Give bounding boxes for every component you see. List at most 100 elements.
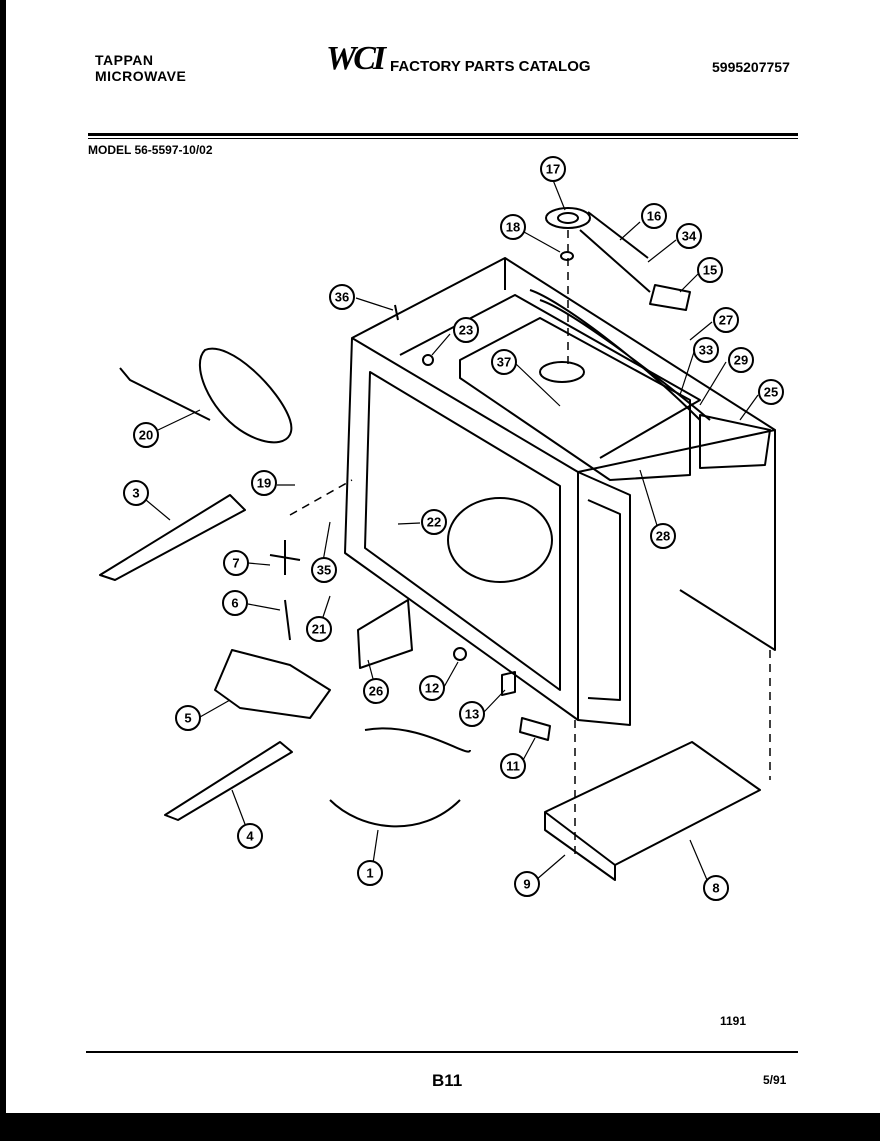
callout-label: 37 bbox=[497, 355, 511, 370]
motor-bracket bbox=[649, 284, 691, 311]
interlock-11 bbox=[519, 717, 551, 741]
callout-label: 8 bbox=[712, 881, 719, 896]
callout-20: 20 bbox=[133, 422, 159, 448]
product-type: MICROWAVE bbox=[95, 68, 187, 84]
brand-name: TAPPAN bbox=[95, 52, 154, 68]
cabinet-front-opening bbox=[364, 371, 561, 691]
callout-3: 3 bbox=[123, 480, 149, 506]
callout-36: 36 bbox=[329, 284, 355, 310]
callout-label: 21 bbox=[312, 622, 326, 637]
callout-34: 34 bbox=[676, 223, 702, 249]
door-frame-panel bbox=[577, 471, 631, 726]
callout-label: 3 bbox=[132, 486, 139, 501]
callout-9: 9 bbox=[514, 871, 540, 897]
wci-logo: WCI bbox=[326, 40, 386, 77]
callout-22: 22 bbox=[421, 509, 447, 535]
callout-21: 21 bbox=[306, 616, 332, 642]
callout-label: 28 bbox=[656, 529, 670, 544]
callout-label: 22 bbox=[427, 515, 441, 530]
cavity-floor bbox=[447, 497, 553, 583]
callout-8: 8 bbox=[703, 875, 729, 901]
callout-35: 35 bbox=[311, 557, 337, 583]
footer-rule bbox=[86, 1051, 798, 1053]
callout-1: 1 bbox=[357, 860, 383, 886]
callout-26: 26 bbox=[363, 678, 389, 704]
callout-33: 33 bbox=[693, 337, 719, 363]
scan-edge bbox=[0, 0, 6, 1141]
callout-label: 16 bbox=[647, 209, 661, 224]
cabinet-top bbox=[351, 257, 776, 473]
callout-label: 36 bbox=[335, 290, 349, 305]
callout-label: 23 bbox=[459, 323, 473, 338]
pulley bbox=[545, 207, 591, 229]
header-rule bbox=[88, 133, 798, 136]
callout-23: 23 bbox=[453, 317, 479, 343]
callout-18: 18 bbox=[500, 214, 526, 240]
callout-label: 35 bbox=[317, 563, 331, 578]
scan-bottom-edge bbox=[0, 1113, 880, 1141]
callout-11: 11 bbox=[500, 753, 526, 779]
waveguide-box bbox=[459, 317, 691, 481]
callout-4: 4 bbox=[237, 823, 263, 849]
callout-7: 7 bbox=[223, 550, 249, 576]
callout-label: 5 bbox=[184, 711, 191, 726]
page-number: B11 bbox=[432, 1071, 463, 1090]
callout-6: 6 bbox=[222, 590, 248, 616]
callout-label: 18 bbox=[506, 220, 520, 235]
magnetron-housing bbox=[699, 414, 771, 469]
callout-label: 1 bbox=[366, 866, 373, 881]
grommet bbox=[422, 354, 434, 366]
callout-12: 12 bbox=[419, 675, 445, 701]
revision-date: 5/91 bbox=[763, 1073, 787, 1087]
callout-label: 13 bbox=[465, 707, 479, 722]
callout-label: 33 bbox=[699, 343, 713, 358]
base-plate bbox=[544, 741, 761, 866]
callout-label: 34 bbox=[682, 229, 697, 244]
door-frame-inner bbox=[587, 499, 621, 701]
callout-label: 29 bbox=[734, 353, 748, 368]
callout-15: 15 bbox=[697, 257, 723, 283]
callout-label: 12 bbox=[425, 681, 439, 696]
screw bbox=[394, 304, 399, 321]
cabinet-right-side bbox=[679, 430, 776, 651]
callout-29: 29 bbox=[728, 347, 754, 373]
drive-belt bbox=[529, 289, 711, 421]
callout-label: 17 bbox=[546, 162, 560, 177]
callout-label: 4 bbox=[246, 829, 254, 844]
callout-17: 17 bbox=[540, 156, 566, 182]
spacer bbox=[560, 251, 574, 261]
callout-label: 9 bbox=[523, 877, 530, 892]
callout-label: 6 bbox=[231, 596, 238, 611]
belt-16 bbox=[587, 211, 649, 259]
callout-28: 28 bbox=[650, 523, 676, 549]
fan-duct bbox=[214, 649, 331, 719]
callout-label: 15 bbox=[703, 263, 717, 278]
callout-label: 20 bbox=[139, 428, 153, 443]
cabinet-front-frame bbox=[344, 337, 579, 721]
callout-label: 27 bbox=[719, 313, 733, 328]
callout-13: 13 bbox=[459, 701, 485, 727]
model-label: MODEL 56-5597-10/02 bbox=[88, 143, 213, 157]
callout-5: 5 bbox=[175, 705, 201, 731]
lower-bracket bbox=[164, 741, 293, 821]
callout-37: 37 bbox=[491, 349, 517, 375]
callout-19: 19 bbox=[251, 470, 277, 496]
air-guide bbox=[99, 494, 246, 581]
callout-25: 25 bbox=[758, 379, 784, 405]
switch-12 bbox=[453, 647, 467, 661]
catalog-number: 5995207757 bbox=[712, 59, 790, 75]
wire-harness bbox=[329, 727, 471, 828]
sensor-lead bbox=[119, 367, 211, 421]
callout-label: 26 bbox=[369, 684, 383, 699]
callout-label: 25 bbox=[764, 385, 778, 400]
fan-shaft bbox=[284, 599, 291, 641]
stirrer-opening bbox=[539, 361, 585, 383]
gasket-loop bbox=[199, 347, 293, 444]
callout-label: 7 bbox=[232, 556, 239, 571]
catalog-title: FACTORY PARTS CATALOG bbox=[390, 58, 591, 75]
fan-blade bbox=[269, 540, 301, 575]
callout-16: 16 bbox=[641, 203, 667, 229]
header-rule-thin bbox=[88, 138, 798, 139]
mica-shield bbox=[357, 599, 413, 669]
